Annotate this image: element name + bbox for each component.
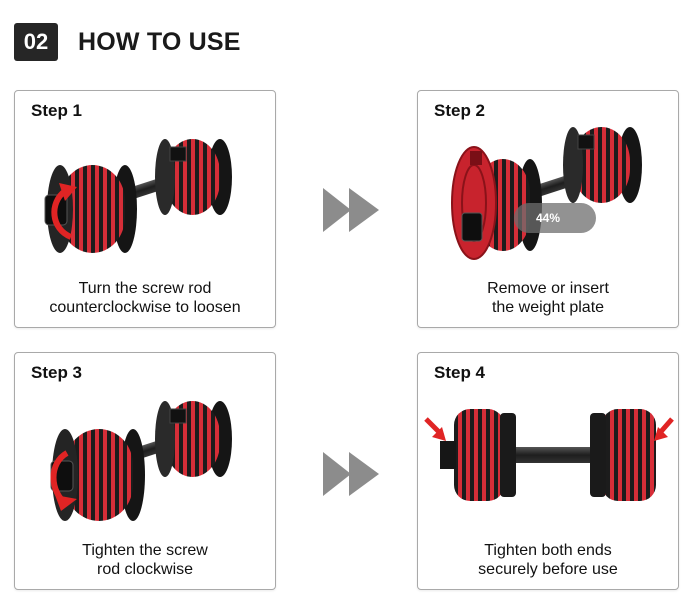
step-card-3: Step 3 Tighten the screw rod clockwise [14, 352, 276, 590]
dumbbell-tighten-illustration [50, 401, 232, 521]
progress-badge: 44% [514, 203, 596, 233]
step-card-1: Step 1 Turn the screw rod counterclockwi… [14, 90, 276, 328]
step-label: Step 3 [31, 363, 83, 382]
step-caption: Turn the screw rod counterclockwise to l… [49, 280, 241, 316]
next-step-arrow-icon [323, 452, 379, 496]
section-number-badge: 02 [14, 23, 58, 61]
section-header: 02 HOW TO USE [14, 22, 241, 62]
step-label: Step 4 [434, 363, 486, 382]
step-label: Step 1 [31, 101, 83, 120]
step-caption: Remove or insert the weight plate [487, 280, 609, 316]
step-label: Step 2 [434, 101, 486, 120]
next-step-arrow-icon [323, 188, 379, 232]
counterclockwise-arrow-icon [51, 188, 73, 240]
dumbbell-secure-illustration [424, 409, 674, 501]
step-card-4: Step 4 Tighten both ends securely before… [417, 352, 679, 590]
dumbbell-plate-swap-illustration [451, 127, 642, 260]
press-arrow-icon [654, 417, 674, 441]
step-caption: Tighten the screw rod clockwise [82, 542, 208, 578]
dumbbell-loosen-illustration [44, 139, 232, 253]
step-caption: Tighten both ends securely before use [478, 542, 618, 578]
step-card-2: Step 2 44% Remove or insert the weight p… [417, 90, 679, 328]
press-arrow-icon [424, 417, 446, 441]
section-title: HOW TO USE [78, 27, 241, 56]
